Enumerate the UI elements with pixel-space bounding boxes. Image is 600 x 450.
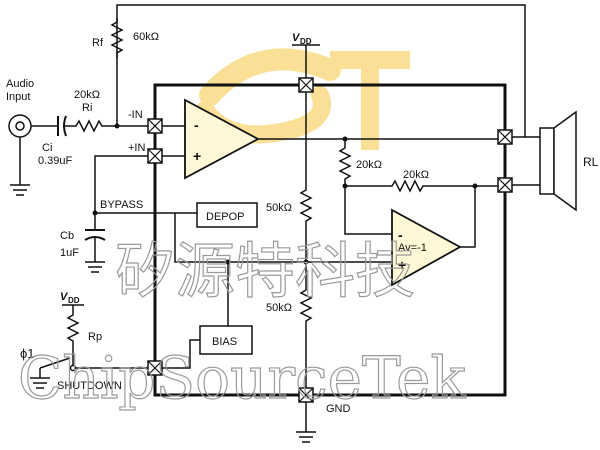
cb-name: Cb	[60, 230, 74, 242]
cb-value: 1uF	[60, 247, 79, 259]
ri-value: 20kΩ	[74, 89, 100, 101]
pad-vdd	[298, 77, 314, 93]
watermark-chinese: 矽源特科技	[115, 237, 415, 307]
plus-in-label: +IN	[128, 142, 145, 154]
ci-value: 0.39uF	[38, 155, 73, 167]
r-fb-b-resistor	[345, 179, 475, 193]
rf-name: Rf	[92, 37, 104, 49]
pad-plus-in	[147, 148, 163, 164]
gnd-label: GND	[326, 403, 351, 415]
bias-block	[199, 325, 253, 355]
shutdown-label: SHUTDOWN	[57, 380, 122, 392]
rp-resistor	[66, 305, 80, 350]
amp2-minus: -	[398, 227, 403, 243]
amplifier-2	[391, 208, 462, 287]
rp-name: Rp	[88, 331, 102, 343]
amp2-plus: +	[398, 257, 406, 273]
plus-in-wire	[94, 155, 148, 230]
amp2-output-wire	[460, 185, 498, 248]
r-fb-b-value: 20kΩ	[403, 169, 429, 181]
r-div-top-value: 50kΩ	[266, 202, 292, 214]
rf-value: 60kΩ	[133, 31, 159, 43]
depop-label: DEPOP	[206, 211, 245, 223]
r-div-bot-value: 50kΩ	[266, 302, 292, 314]
vdd-left-sub: DD	[68, 296, 80, 305]
pad-out-plus	[497, 129, 513, 145]
divider-resistors	[299, 92, 313, 388]
pad-out-minus	[497, 177, 513, 193]
amp1-plus: +	[193, 148, 201, 164]
rf-feedback-wire	[116, 4, 526, 137]
audio-jack-icon	[8, 114, 32, 138]
shutdown-switch	[39, 357, 71, 369]
bypass-label: BYPASS	[100, 199, 143, 211]
amp1-minus: -	[194, 117, 199, 133]
depop-block	[196, 202, 258, 228]
ri-resistor	[64, 119, 148, 133]
minus-in-label: -IN	[128, 109, 143, 121]
pad-minus-in	[147, 118, 163, 134]
av-label: Av=-1	[398, 242, 427, 254]
ri-name: Ri	[82, 102, 92, 114]
rf-resistor	[110, 18, 124, 58]
r-fb-a-value: 20kΩ	[356, 159, 382, 171]
r-fb-a-resistor	[338, 139, 392, 235]
audio-input-line2: Input	[6, 91, 30, 103]
bypass-ref-wire	[174, 213, 392, 263]
ci-name: Ci	[42, 142, 52, 154]
vdd-top: V	[292, 32, 301, 44]
bias-label: BIAS	[212, 336, 237, 348]
speaker-icon	[539, 127, 555, 195]
rl-label: RL	[583, 155, 599, 169]
amplifier-1	[184, 98, 260, 180]
chip-outline	[153, 83, 507, 397]
audio-input-line1: Audio	[6, 78, 34, 90]
phi-label: ϕ1	[20, 346, 35, 361]
vdd-top-sub: DD	[300, 37, 312, 46]
watermark-latin: ChipSourceTek	[18, 344, 466, 412]
vdd-left: V	[60, 291, 69, 303]
